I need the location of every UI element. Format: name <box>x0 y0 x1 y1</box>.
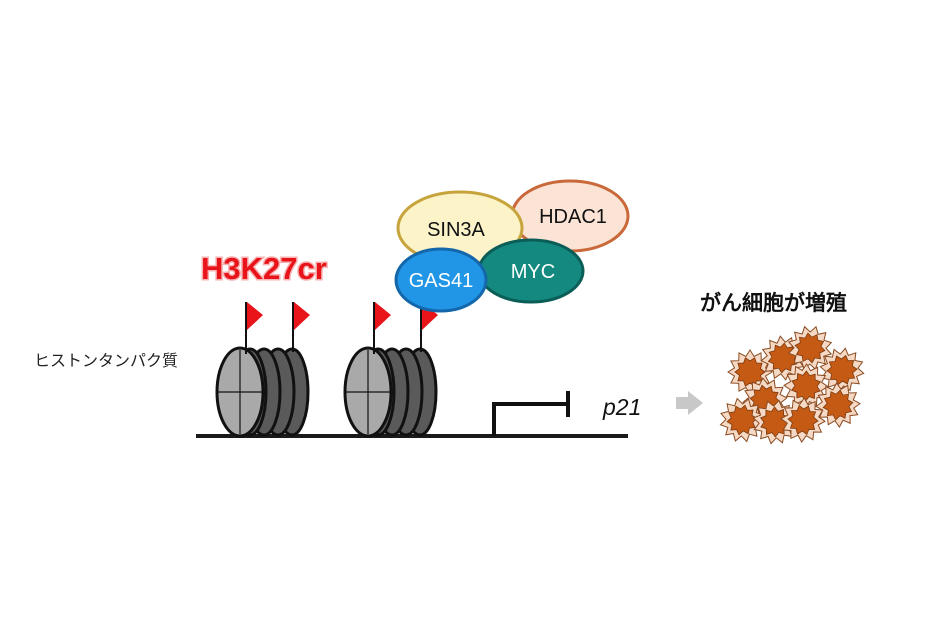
result-arrow <box>676 391 703 415</box>
promoter-arrow <box>494 391 568 436</box>
nucleosome-2 <box>345 348 436 436</box>
gas41-label: GAS41 <box>409 270 473 292</box>
hdac1-label: HDAC1 <box>539 206 607 228</box>
protein-complex: HDAC1 SIN3A MYC GAS41 <box>396 181 628 311</box>
histone-protein-label: ヒストンタンパク質 <box>34 351 178 370</box>
histone-mark-label: H3K27cr <box>201 251 327 286</box>
crotonylation-flag-3 <box>374 302 391 354</box>
cancer-cell-cluster <box>721 327 864 444</box>
crotonylation-flag-2 <box>293 302 310 352</box>
gene-label: p21 <box>602 394 641 420</box>
cancer-cell <box>789 327 832 370</box>
sin3a-label: SIN3A <box>427 219 485 241</box>
myc-label: MYC <box>511 261 555 283</box>
outcome-label: がん細胞が増殖 <box>700 291 847 315</box>
crotonylation-flag-1 <box>246 302 263 354</box>
nucleosome-1 <box>217 348 308 436</box>
